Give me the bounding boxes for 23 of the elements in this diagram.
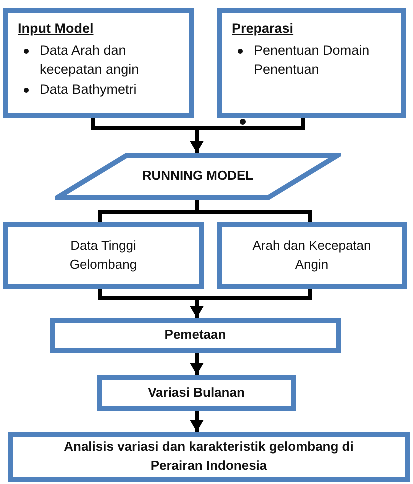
box-label: Data Tinggi Gelombang [68,236,138,274]
box-heading: Input Model [18,20,94,38]
connector-arrow [190,411,204,432]
connector-arrow [190,289,312,318]
box-label: Variasi Bulanan [148,384,245,402]
box-label: Analisis variasi dan karakteristik gelombang di Perairan Indonesia [63,438,355,475]
process-box [50,318,341,353]
process-box [8,432,410,482]
box-heading: Preparasi [232,20,294,38]
bullet-item: Data Bathymetri [40,82,137,97]
box-label: RUNNING MODEL [142,167,254,186]
connector-arrow [190,118,305,153]
process-box [97,375,296,411]
process-box [3,8,194,118]
box-label: Pemetaan [164,326,226,344]
process-box [3,222,204,289]
process-box [217,222,407,289]
connector-arrow [190,353,204,375]
data-parallelogram [55,153,341,200]
box-label: Arah dan Kecepatan Angin [252,236,372,274]
bullet-item: Data Arah dan kecepatan angin [40,42,140,78]
process-box [217,8,406,118]
bullet-item: Penentuan Domain Penentuan [254,42,370,78]
